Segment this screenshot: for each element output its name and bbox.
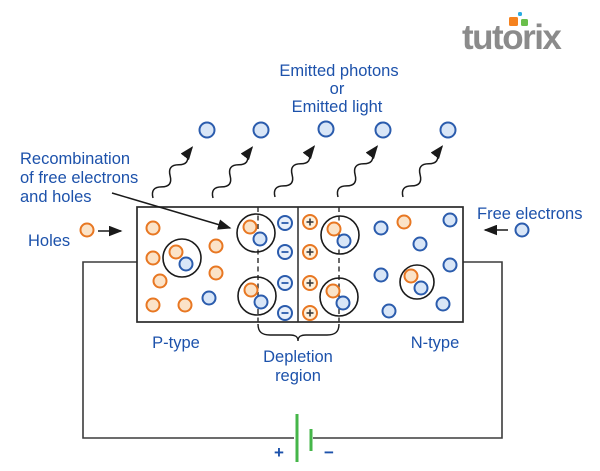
recombination-pairs [162,213,435,317]
photon-wave-arrow [211,146,254,199]
wavy-arrow-path [336,145,379,198]
hole-circle [177,297,193,313]
annotation-arrows [98,192,508,237]
logo-orange-dot-icon [509,17,518,26]
recombination-label-line2: of free electrons [20,169,138,187]
recombination-label-line3: and holes [20,188,92,206]
photon-circle [198,121,216,139]
wavy-arrow-path [273,145,316,198]
p-type-electrons [201,290,217,306]
emitted-photons-line3: Emitted light [292,98,383,116]
electron-circle [201,290,217,306]
battery: + − [274,414,334,462]
battery-minus-label: − [324,443,334,462]
recombination-pair-circle [237,276,277,316]
electron-circle [381,303,397,319]
free-electrons-label: Free electrons [477,205,582,223]
hole-circle [145,220,161,236]
positive-ions [302,214,318,321]
photon-circle [439,121,457,139]
tutorix-logo: tutorix [456,12,596,60]
hole-circle [145,250,161,266]
hole-circle [325,283,341,299]
hole-circle [79,222,95,238]
electron-circle [413,280,429,296]
electron-circle [435,296,451,312]
hole-circle [208,238,224,254]
recombination-pair-circle [162,238,202,278]
negative-ions [277,215,293,321]
emitted-photon-circles [198,120,457,139]
hole-circle [326,221,342,237]
recombination-pair-circle [236,213,276,253]
photon-circle [374,121,392,139]
photon-wave-arrows [151,145,444,199]
electron-circle [373,267,389,283]
hole-circle [208,265,224,281]
hole-circle [242,219,258,235]
hole-circle [152,273,168,289]
electron-circle [178,256,194,272]
recombination-pair-circle [319,277,359,317]
electron-circle [442,257,458,273]
electron-circle [253,294,269,310]
p-type-label: P-type [152,334,200,352]
battery-plus-label: + [274,443,284,462]
photon-circle [317,120,335,138]
electron-circle [514,222,530,238]
photon-wave-arrow [151,146,194,199]
p-type-holes [145,220,224,313]
electron-circle [412,236,428,252]
recombination-label-line1: Recombination [20,150,130,168]
incoming-electron [514,222,530,238]
depletion-label-line2: region [275,367,321,385]
recombination-pair-circle [399,264,435,300]
hole-circle [403,268,419,284]
electron-circle [442,212,458,228]
text-labels: Emitted photons or Emitted light Recombi… [20,62,582,385]
emitted-photons-line1: Emitted photons [279,62,398,80]
photon-circle [252,121,270,139]
electron-circle [252,231,268,247]
electron-circle [336,233,352,249]
logo-blue-dot-icon [518,12,522,16]
right-wire [313,261,503,439]
holes-label: Holes [28,232,70,250]
photon-wave-arrow [273,145,316,198]
emitted-photons-line2: or [330,80,345,98]
electron-circle [335,295,351,311]
hole-circle [396,214,412,230]
electron-circle [373,220,389,236]
logo-green-dot-icon [521,19,528,26]
depletion-label-line1: Depletion [263,348,333,366]
hole-circle [145,297,161,313]
depletion-brace [257,323,340,342]
left-wire [82,261,294,439]
n-type-label: N-type [411,334,460,352]
recombination-pair-circle [320,215,360,255]
recombination-arrow [111,192,232,230]
n-type-holes [396,214,412,230]
wavy-arrow-path [211,146,254,199]
photon-wave-arrow [336,145,379,198]
wavy-arrow-path [401,145,444,198]
incoming-hole [79,222,95,238]
hole-circle [243,282,259,298]
circuit-wires [82,261,503,439]
hole-circle [168,244,184,260]
photon-wave-arrow [401,145,444,198]
wavy-arrow-path [151,146,194,199]
n-type-electrons [373,212,458,319]
